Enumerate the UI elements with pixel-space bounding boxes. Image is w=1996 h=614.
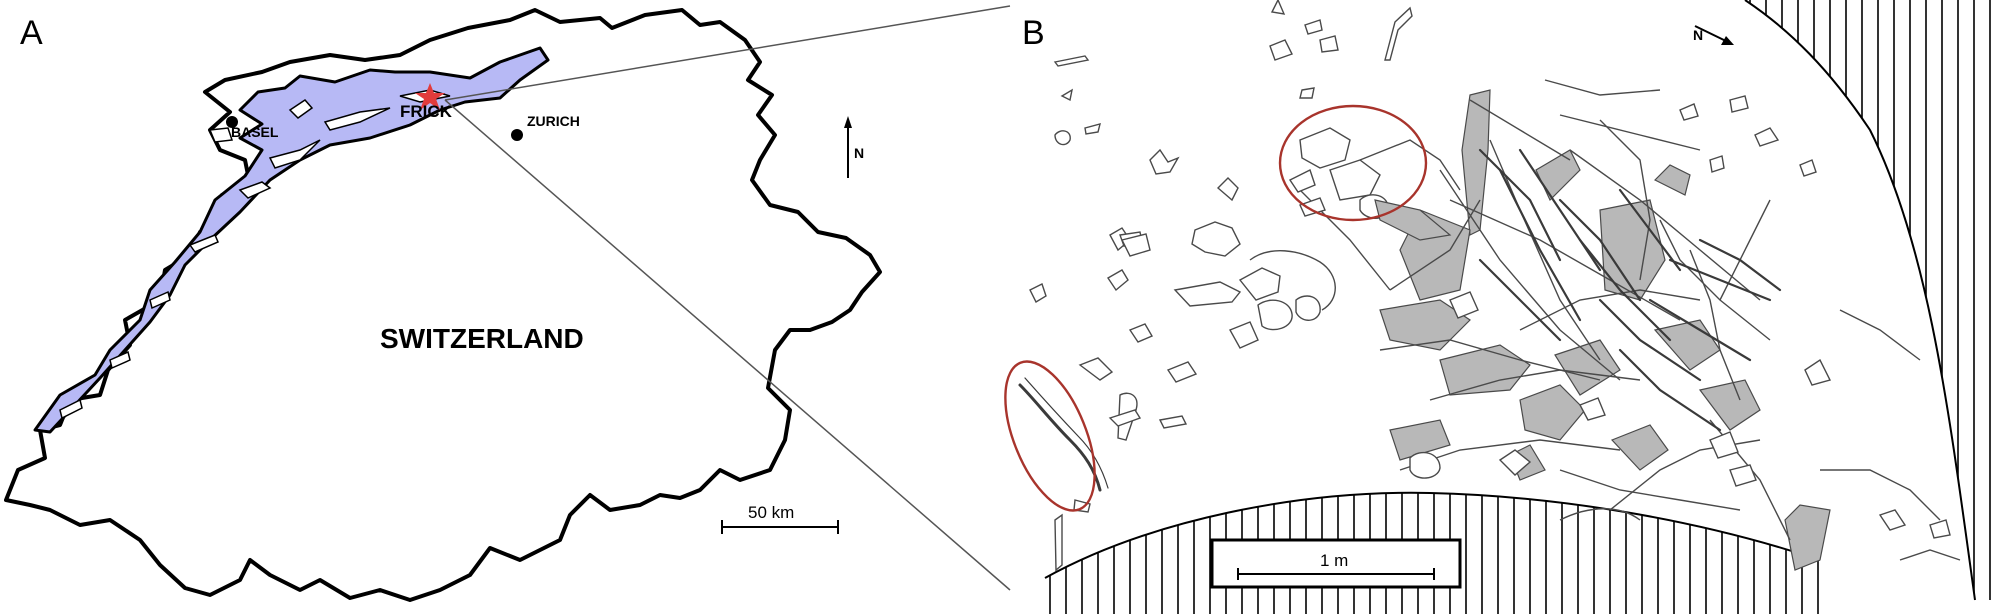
basel-dot <box>226 116 238 128</box>
scale-label-a: 50 km <box>748 503 794 522</box>
upper-cluster <box>1288 127 1452 241</box>
boundary-top-right <box>1744 0 1976 601</box>
panel-b: B <box>1004 0 1996 614</box>
lower-cluster <box>1409 95 1951 539</box>
isolated-bones <box>1029 0 1413 572</box>
scale-label-b: 1 m <box>1320 551 1348 570</box>
panel-a: A BASEL FRICK ZURICH SWITZERLAND <box>4 8 882 602</box>
scale-box-b <box>1210 538 1462 589</box>
north-label-b: N <box>1693 27 1703 43</box>
city-zurich: ZURICH <box>527 113 580 129</box>
scale-bar-b <box>1237 568 1435 580</box>
jura-region <box>33 46 550 434</box>
zurich-dot <box>511 129 523 141</box>
gray-bones <box>1379 89 1831 571</box>
boundary-bottom <box>1044 491 1821 579</box>
zoom-connector <box>444 5 1011 591</box>
highlight-ellipse-upper <box>1278 104 1428 222</box>
city-basel: BASEL <box>231 124 279 140</box>
ribs <box>1478 148 1782 432</box>
panel-a-letter: A <box>20 14 43 52</box>
north-arrow-b-shaft <box>1694 25 1729 43</box>
highlight-ellipse-left <box>1004 360 1096 512</box>
frick-star-icon <box>415 83 445 110</box>
north-arrow-b-icon <box>1721 36 1734 45</box>
city-frick: FRICK <box>400 102 453 121</box>
north-label-a: N <box>854 145 864 161</box>
long-bones <box>1249 79 1961 561</box>
panel-b-letter: B <box>1022 14 1045 52</box>
north-arrow-a-icon <box>844 116 852 128</box>
hatch-top-right <box>1745 0 1996 600</box>
scale-bar-a <box>721 520 839 534</box>
country-label: SWITZERLAND <box>380 323 584 354</box>
